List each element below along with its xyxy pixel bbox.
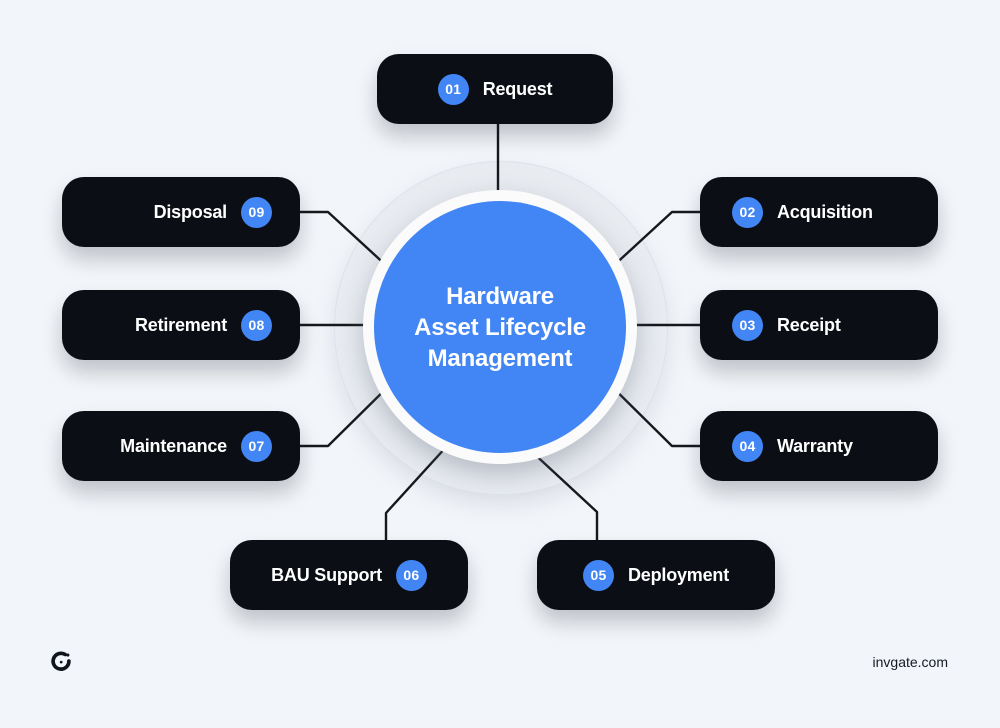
invgate-logo-icon	[51, 651, 71, 671]
node-disposal: Disposal 09	[62, 177, 300, 247]
node-label: Acquisition	[777, 201, 873, 222]
step-number-badge: 04	[732, 430, 763, 462]
node-receipt: 03 Receipt	[700, 290, 938, 360]
node-bau-support: BAU Support 06	[230, 540, 468, 610]
node-acquisition: 02 Acquisition	[700, 177, 938, 247]
step-number-badge: 06	[395, 559, 427, 591]
node-request: 01 Request	[377, 54, 613, 124]
diagram-title-line: Management	[427, 344, 573, 372]
step-number-badge: 01	[437, 73, 469, 105]
node-label: Disposal	[153, 201, 228, 222]
website-url: invgate.com	[872, 654, 948, 670]
node-label: Warranty	[777, 435, 853, 456]
center-hub-circle: Hardware Asset Lifecycle Management	[363, 190, 637, 464]
diagram-title-line: Asset Lifecycle	[414, 313, 586, 341]
step-number-badge: 05	[582, 559, 614, 591]
node-maintenance: Maintenance 07	[62, 411, 300, 481]
node-label: Retirement	[134, 314, 227, 335]
node-label: Request	[482, 78, 553, 99]
step-number-badge: 09	[241, 196, 272, 228]
diagram-title: Hardware Asset Lifecycle Management	[414, 281, 586, 374]
step-number-badge: 08	[241, 309, 272, 341]
node-label: Deployment	[627, 564, 730, 585]
node-deployment: 05 Deployment	[537, 540, 775, 610]
step-number-badge: 02	[732, 196, 763, 228]
step-number-badge: 07	[241, 430, 272, 462]
node-warranty: 04 Warranty	[700, 411, 938, 481]
diagram-title-line: Hardware	[446, 282, 554, 310]
step-number-badge: 03	[732, 309, 763, 341]
node-label: Receipt	[777, 314, 841, 335]
node-label: BAU Support	[271, 564, 382, 585]
node-retirement: Retirement 08	[62, 290, 300, 360]
node-label: Maintenance	[120, 435, 227, 456]
